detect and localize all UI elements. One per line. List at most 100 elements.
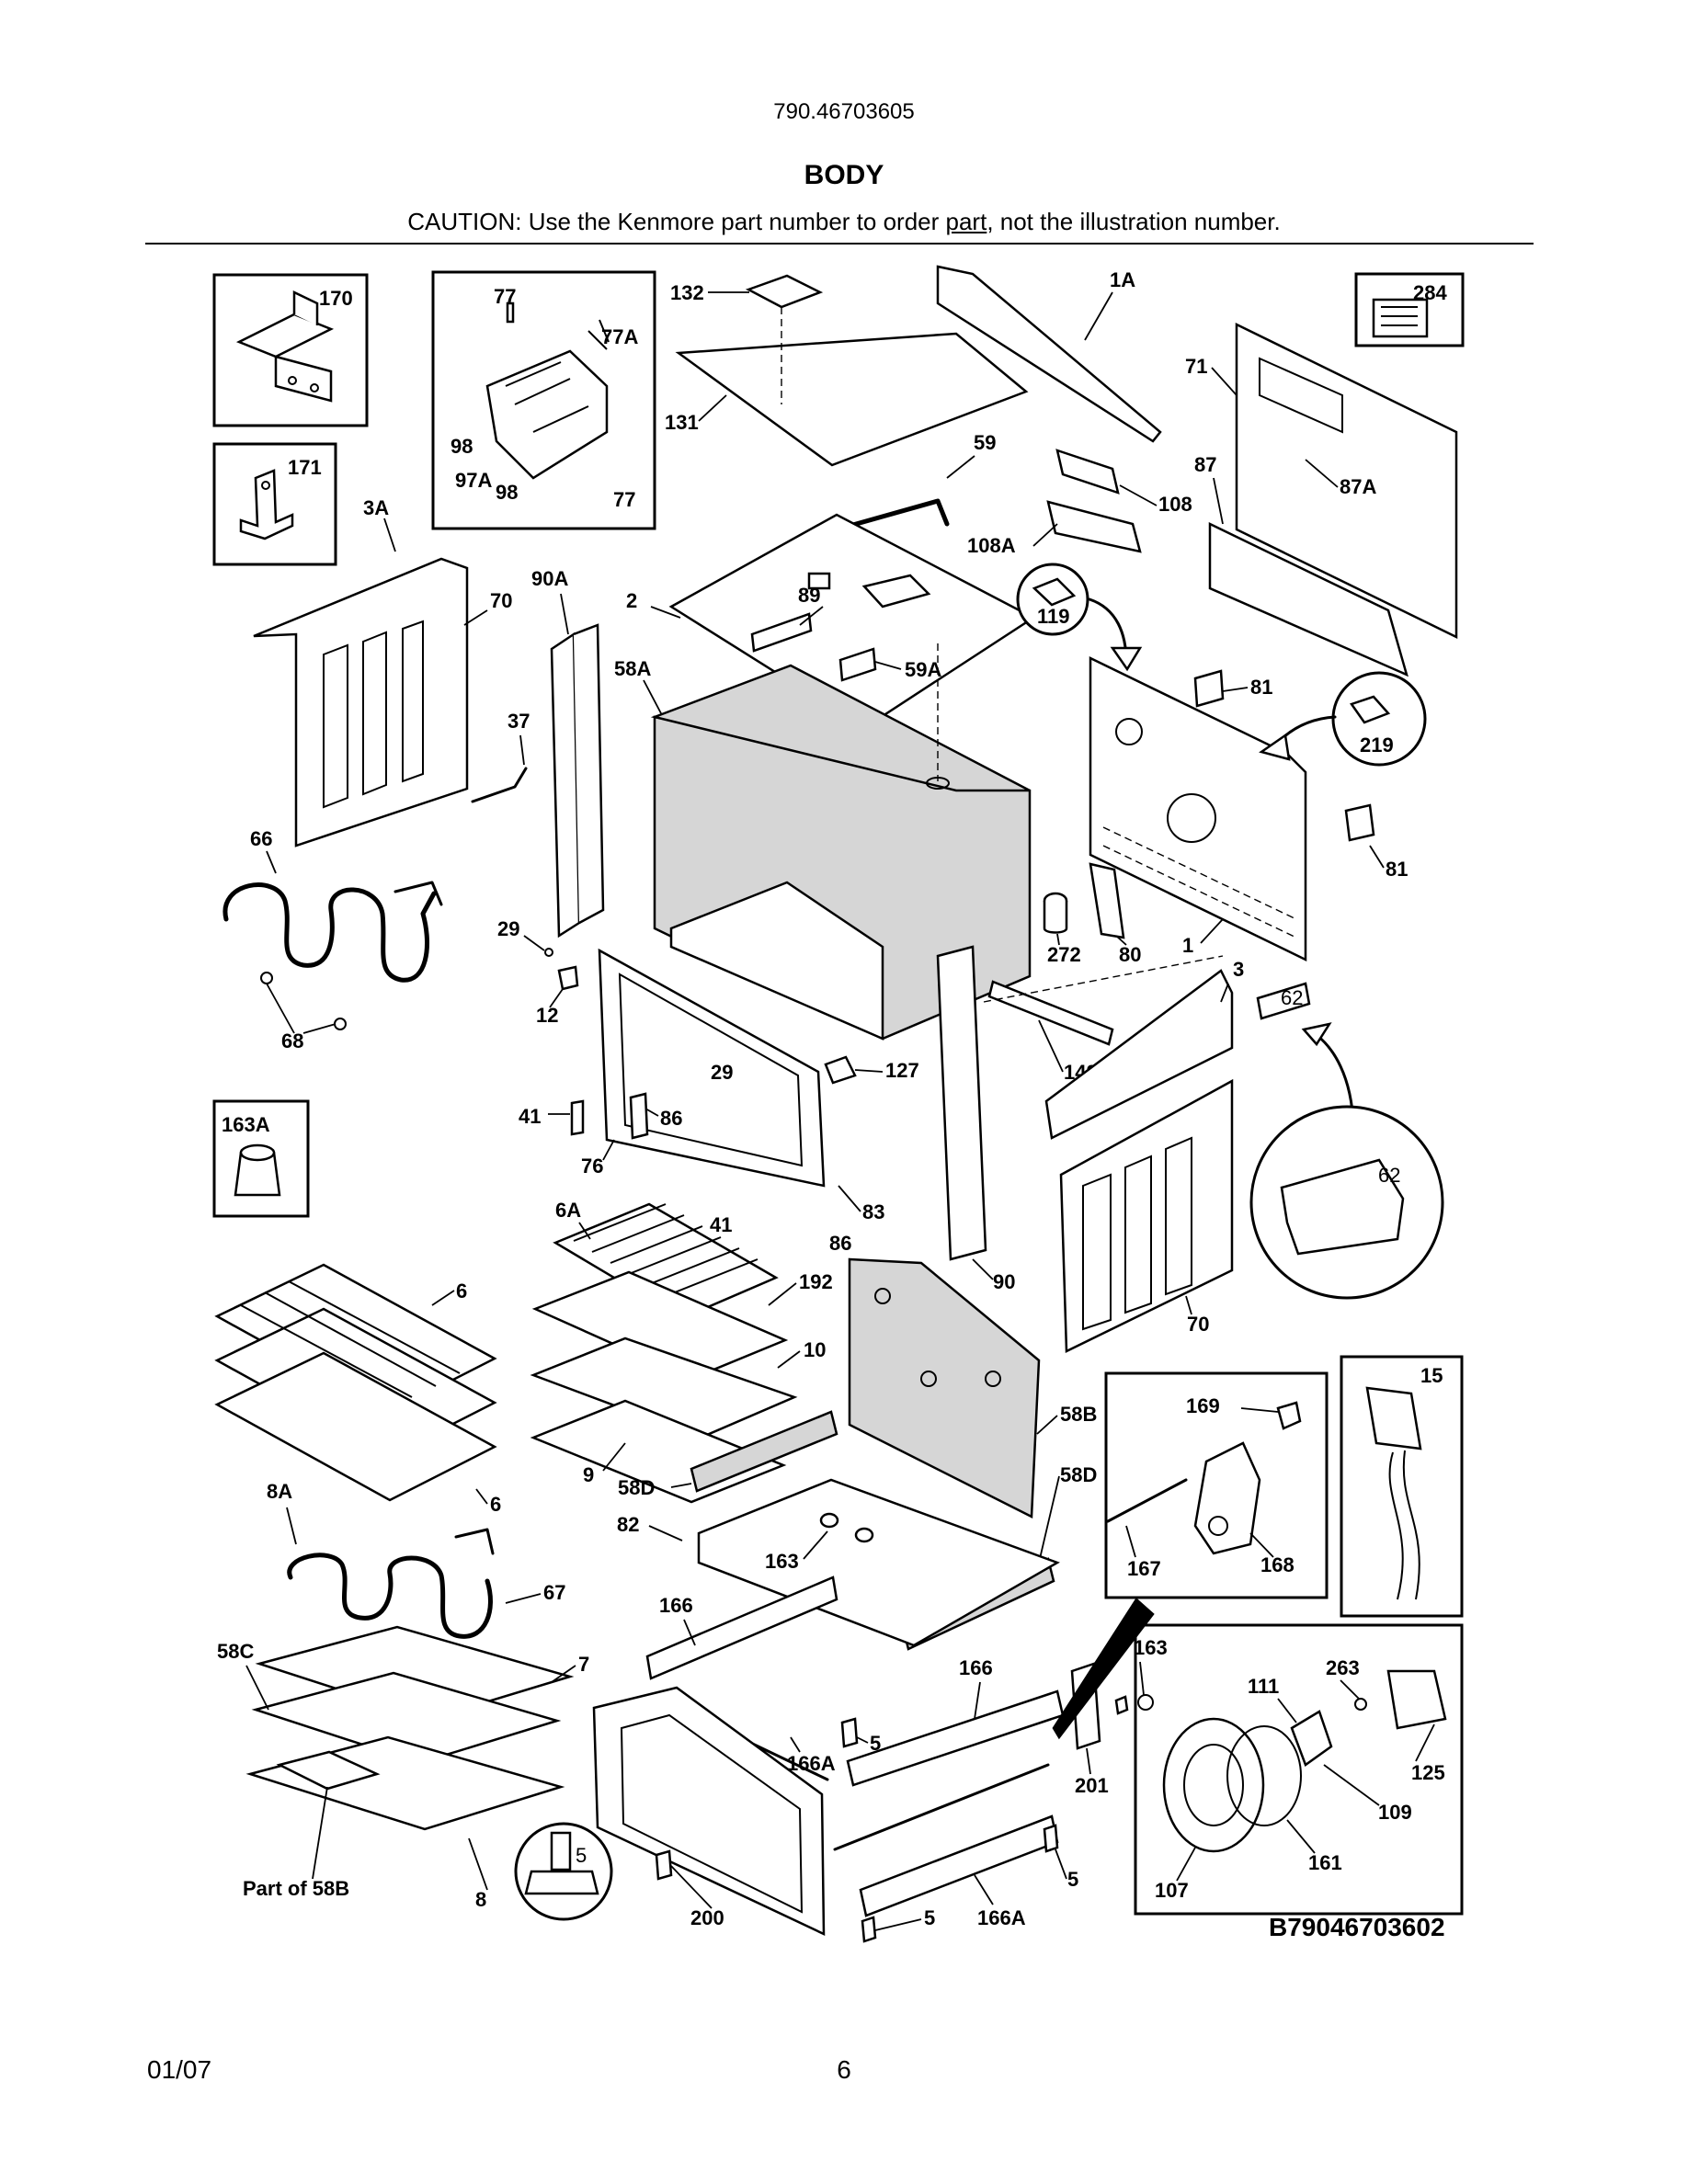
part-label-163a: 163A	[222, 1113, 270, 1136]
oven-cavity-58a: 58A	[614, 643, 1032, 1041]
part-label-89: 89	[798, 584, 820, 607]
part-label-219: 219	[1360, 734, 1394, 756]
part-label-77a: 77A	[601, 325, 638, 348]
part-label-166-left: 166	[659, 1594, 693, 1617]
side-panel-71: 71 87 87A	[1185, 322, 1458, 677]
part-label-166-right: 166	[959, 1656, 993, 1679]
page-number: 6	[837, 2055, 851, 2084]
part-label-168: 168	[1260, 1553, 1295, 1576]
insulation-top-2: 2 89 59A	[626, 513, 1036, 730]
part-label-272: 272	[1047, 943, 1081, 966]
inset-cam-assembly: 169 167 168	[1104, 1371, 1329, 1599]
probe-219: 219	[1259, 671, 1427, 767]
part-label-170: 170	[319, 287, 353, 310]
part-label-87a: 87A	[1340, 475, 1376, 498]
part-label-163-mid: 163	[765, 1550, 799, 1573]
bracket-201-163: 201 163	[1052, 1598, 1168, 1797]
inset-171: 171	[212, 442, 337, 566]
part-label-68: 68	[281, 1029, 303, 1052]
side-panel-3a: 3A 70	[253, 496, 512, 847]
part-label-111: 111	[1248, 1675, 1279, 1698]
part-label-70-right: 70	[1187, 1313, 1209, 1336]
part-label-6-bottom: 6	[490, 1493, 501, 1516]
drawing-code: B79046703602	[1269, 1913, 1445, 1941]
bottom-panels-7: 58C 7 Part of 58B 8	[217, 1625, 589, 1911]
insulator-62: 62 62	[1249, 982, 1444, 1300]
part-label-161: 161	[1308, 1851, 1342, 1874]
part-label-62-circle: 62	[1378, 1164, 1400, 1187]
part-label-58c: 58C	[217, 1640, 254, 1663]
part-label-90: 90	[993, 1270, 1015, 1293]
door-frame-76: 29 41 86 76	[519, 948, 826, 1188]
part-label-200: 200	[690, 1906, 724, 1929]
handle-59: 59	[834, 431, 996, 532]
part-label-167: 167	[1127, 1557, 1161, 1580]
part-label-171: 171	[288, 456, 322, 479]
strip-90: 90	[936, 945, 1015, 1293]
bake-element-66: 66 68	[222, 827, 443, 1052]
caution-text-after: , not the illustration number.	[987, 208, 1281, 235]
inset-170: 170	[212, 273, 369, 427]
part-label-86-right: 86	[829, 1232, 851, 1255]
part-label-58b: 58B	[1060, 1403, 1097, 1426]
part-label-59a: 59A	[905, 658, 941, 681]
feet-5: 5 5 5 5	[514, 1717, 1078, 1943]
part-label-1a: 1A	[1110, 268, 1135, 291]
part-label-127: 127	[885, 1059, 919, 1082]
part-label-263: 263	[1326, 1656, 1360, 1679]
part-label-2: 2	[626, 589, 637, 612]
part-label-41-left: 41	[519, 1105, 541, 1128]
part-label-70-left: 70	[490, 589, 512, 612]
part-label-7: 7	[578, 1653, 589, 1676]
strip-90a: 90A	[531, 567, 605, 938]
caution-text-before: CAUTION: Use the Kenmore part number to …	[407, 208, 946, 235]
probe-119: 119	[1016, 563, 1143, 672]
part-label-97a: 97A	[455, 469, 492, 492]
drawer-slides-166: 166 166 166A 166A	[645, 1575, 1065, 1929]
part-label-58a: 58A	[614, 657, 651, 680]
broil-element-8a: 8A 67	[267, 1480, 565, 1639]
part-label-6-top: 6	[456, 1280, 467, 1302]
part-label-169: 169	[1186, 1394, 1220, 1417]
part-label-3a: 3A	[363, 496, 389, 519]
footer-date: 01/07	[147, 2055, 212, 2084]
part-label-108: 108	[1158, 493, 1192, 516]
part-label-5-circle: 5	[576, 1844, 587, 1867]
part-label-166a-mid: 166A	[787, 1752, 836, 1775]
racks-6: 6 6	[214, 1263, 501, 1516]
part-label-58d-right: 58D	[1060, 1463, 1097, 1486]
part-label-part-of-58b: Part of 58B	[243, 1877, 349, 1900]
inset-control-board: 77 77A 98 97A 98 77	[431, 270, 656, 530]
part-label-77-bottom: 77	[613, 488, 635, 511]
part-label-6a: 6A	[555, 1199, 581, 1222]
part-label-15: 15	[1420, 1364, 1443, 1387]
part-label-71: 71	[1185, 355, 1207, 378]
part-label-67: 67	[543, 1581, 565, 1604]
part-label-58d-left: 58D	[618, 1476, 655, 1499]
part-label-62-top: 62	[1281, 986, 1303, 1009]
lower-frame-82: 82 163	[617, 1478, 1060, 1647]
part-label-82: 82	[617, 1513, 639, 1536]
part-label-3: 3	[1233, 958, 1244, 981]
part-label-163-right: 163	[1134, 1636, 1168, 1659]
part-label-5-mid: 5	[870, 1732, 881, 1755]
part-label-192: 192	[799, 1270, 833, 1293]
side-panel-70-right: 3 70	[983, 955, 1244, 1353]
part-label-87: 87	[1194, 453, 1216, 476]
part-label-98-left: 98	[451, 435, 473, 458]
model-number: 790.46703605	[773, 99, 915, 124]
part-label-108a: 108A	[967, 534, 1016, 557]
drawer-front-200: 200	[592, 1686, 826, 1936]
part-label-284: 284	[1413, 281, 1447, 304]
inset-284: 284	[1354, 272, 1465, 347]
part-label-90a: 90A	[531, 567, 568, 590]
oven-racks: 6A 192 10 9 41 86 83	[530, 1185, 884, 1504]
part-label-41-right: 41	[710, 1213, 732, 1236]
rear-wall-1: 81 81 1	[1089, 656, 1408, 961]
part-label-131: 131	[665, 411, 699, 434]
header-rule	[145, 243, 1534, 245]
part-label-1: 1	[1182, 934, 1193, 957]
sensor-37: 37	[471, 710, 530, 803]
part-label-86-left: 86	[660, 1107, 682, 1130]
part-label-12: 12	[536, 1004, 558, 1027]
